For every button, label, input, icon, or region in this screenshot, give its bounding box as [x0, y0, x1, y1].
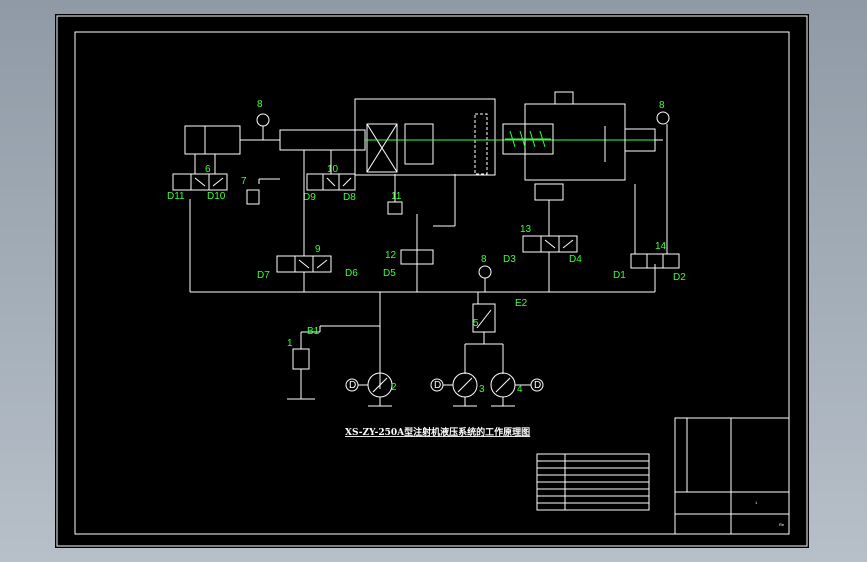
title-block-sheet: 1 [755, 500, 758, 505]
drawing-title: XS-ZY-250A型注射机液压系统的工作原理图 [345, 426, 530, 438]
d11-label: D11 [167, 191, 185, 202]
d3-label: D3 [503, 254, 516, 265]
valve10-label: 10 [327, 164, 339, 175]
pump-2 [345, 372, 393, 407]
pump-3 [430, 372, 478, 407]
pump3-label: 3 [479, 384, 485, 395]
valve-11 [387, 174, 403, 215]
d7-label: D7 [257, 270, 270, 281]
hydraulic-schematic: 8 6 D11 D10 7 10 D9 D8 9 D7 D6 [56, 15, 808, 547]
title-block-page: Re [779, 522, 785, 527]
motor-left-label: D [349, 380, 356, 391]
gauge-left-label: 8 [257, 99, 263, 110]
inner-border [74, 31, 790, 535]
d5-label: D5 [383, 268, 396, 279]
valve11-label: 11 [391, 191, 402, 202]
pump-4 [490, 372, 544, 407]
valve-13 [522, 200, 578, 292]
clamp-mechanism [354, 98, 496, 176]
d6-label: D6 [345, 268, 358, 279]
relief-valve-1 [287, 331, 320, 400]
valve-12 [400, 174, 456, 292]
d9-label: D9 [303, 192, 316, 203]
gauge-pump-label: 8 [481, 254, 487, 265]
gauge-right-icon [656, 111, 670, 125]
valve-14 [630, 124, 680, 269]
valve1-label: 1 [287, 338, 293, 349]
e2-label: E2 [515, 298, 528, 309]
valve13-label: 13 [520, 224, 532, 235]
drawing-sheet: 8 6 D11 D10 7 10 D9 D8 9 D7 D6 [55, 14, 809, 548]
pump4-label: 4 [517, 384, 523, 395]
b1-label: B1 [307, 326, 320, 337]
valve-10 [306, 150, 356, 191]
motor-mid-label: D [434, 380, 441, 391]
d8-label: D8 [343, 192, 356, 203]
gauge-right-label: 8 [659, 100, 665, 111]
valve5-label: 5 [473, 318, 479, 329]
outer-border [56, 15, 808, 547]
pump2-label: 2 [391, 382, 397, 393]
sequence-table [536, 453, 650, 511]
valve6-label: 6 [205, 164, 211, 175]
valve7-label: 7 [241, 176, 247, 187]
valve-7 [246, 178, 280, 205]
gauge-left-icon [256, 113, 270, 127]
injection-unit [502, 91, 663, 201]
d2-label: D2 [673, 272, 686, 283]
valve-5 [464, 303, 504, 374]
title-block [674, 417, 790, 535]
valve-9 [276, 150, 332, 292]
pressure-line [189, 199, 656, 389]
motor-right-label: D [534, 380, 541, 391]
d1-label: D1 [613, 270, 626, 281]
valve14-label: 14 [655, 241, 667, 252]
valve12-label: 12 [385, 250, 397, 261]
d4-label: D4 [569, 254, 582, 265]
gauge-pump-icon [478, 265, 492, 279]
valve9-label: 9 [315, 244, 321, 255]
d10-label: D10 [207, 191, 226, 202]
valve-6 [172, 173, 228, 191]
